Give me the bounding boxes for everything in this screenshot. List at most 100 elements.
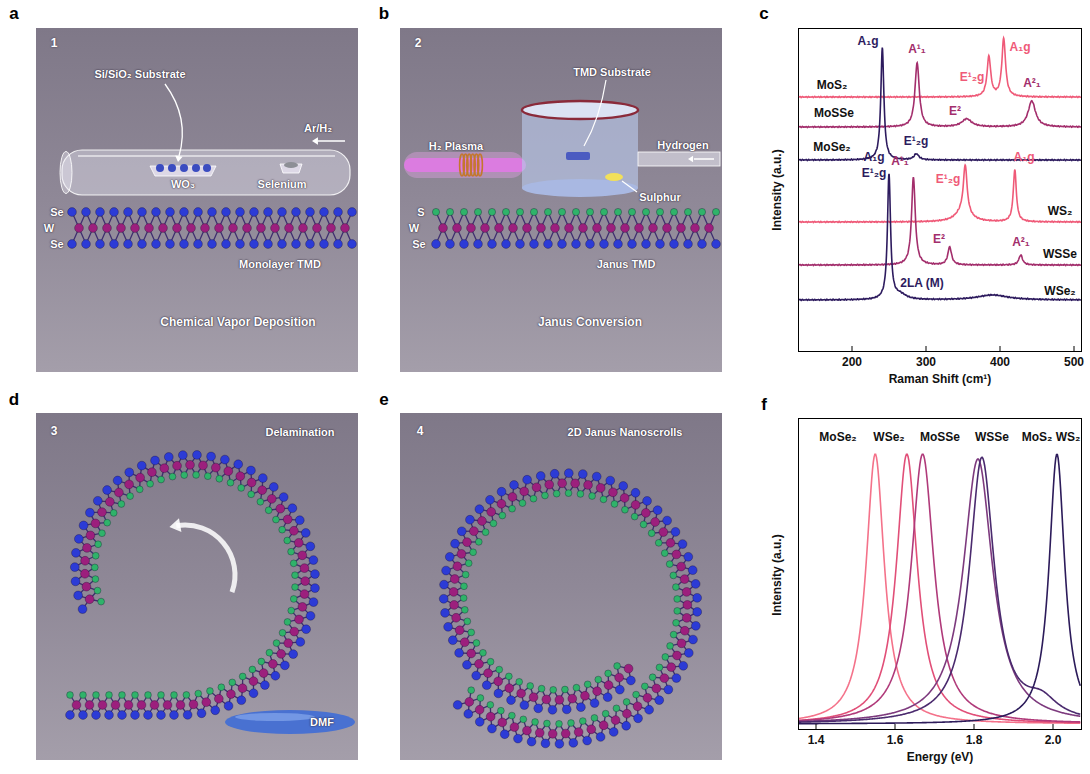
chalcogen-atom	[643, 497, 652, 506]
metal-atom	[300, 590, 309, 599]
tick-label: 1.8	[966, 734, 983, 748]
metal-atom	[131, 224, 140, 233]
chalcogen-atom	[169, 473, 176, 480]
chalcogen-atom	[662, 654, 669, 661]
metal-atom	[187, 224, 196, 233]
tick-label: 1.4	[808, 734, 825, 748]
metal-atom	[450, 575, 459, 584]
chalcogen-atom	[288, 504, 297, 513]
chalcogen-atom	[158, 476, 165, 483]
chalcogen-atom	[667, 643, 674, 650]
chalcogen-atom	[183, 710, 192, 719]
metal-atom	[649, 224, 658, 233]
chalcogen-atom	[460, 240, 469, 249]
metal-atom	[593, 687, 602, 696]
peak-label: 2LA (M)	[900, 277, 944, 291]
metal-atom	[257, 224, 266, 233]
chalcogen-atom	[248, 491, 255, 498]
chalcogen-atom	[519, 500, 526, 507]
scene-panel: a1Si/SiO₂ SubstrateAr/H₂WO₃SeleniumSeWSe…	[36, 28, 358, 372]
chalcogen-atom	[453, 701, 462, 710]
bond-group	[70, 455, 315, 715]
chalcogen-atom	[311, 584, 320, 593]
chalcogen-atom	[334, 240, 343, 249]
metal-atom	[249, 677, 258, 686]
chalcogen-atom	[578, 470, 587, 479]
chalcogen-atom	[487, 701, 494, 708]
illustration-group	[439, 469, 701, 748]
chalcogen-atom	[475, 505, 484, 514]
chalcogen-atom	[502, 240, 511, 249]
chalcogen-atom	[197, 709, 206, 718]
chalcogen-atom	[684, 649, 693, 658]
chalcogen-atom	[457, 527, 466, 536]
chalcogen-atom	[118, 711, 127, 720]
scene-panel: b2TMD SubstrateH₂ PlasmaHydrogenSulphurS…	[400, 28, 722, 372]
chalcogen-atom	[448, 636, 457, 645]
tmd-substrate	[566, 152, 590, 160]
atom-group	[68, 208, 357, 249]
chalcogen-atom	[221, 455, 230, 464]
chalcogen-atom	[538, 685, 545, 692]
chalcogen-atom	[229, 679, 236, 686]
illustration-group	[404, 80, 720, 248]
chalcogen-atom	[689, 635, 698, 644]
arrow-head	[175, 156, 182, 162]
metal-atom	[259, 669, 268, 678]
chalcogen-atom	[520, 716, 527, 723]
chalcogen-atom	[693, 593, 702, 602]
chalcogen-atom	[195, 690, 202, 697]
metal-atom	[481, 224, 490, 233]
chalcogen-atom	[279, 526, 286, 533]
bond-group	[436, 212, 716, 244]
atom-group	[66, 451, 320, 720]
metal-atom	[86, 531, 95, 540]
chalcogen-atom	[464, 709, 473, 718]
substrate-dot	[203, 164, 211, 172]
illustration	[36, 413, 358, 760]
chalcogen-atom	[106, 692, 113, 699]
metal-atom	[651, 518, 660, 527]
chalcogen-atom	[628, 240, 637, 249]
chalcogen-atom	[577, 491, 584, 498]
metal-atom	[542, 695, 551, 704]
chalcogen-atom	[110, 510, 117, 517]
metal-atom	[117, 224, 126, 233]
chalcogen-atom	[465, 560, 472, 567]
chalcogen-atom	[565, 490, 572, 497]
metal-atom	[523, 224, 532, 233]
metal-atom	[449, 588, 458, 597]
chalcogen-atom	[164, 453, 173, 462]
chalcogen-atom	[67, 692, 74, 699]
metal-atom	[124, 701, 133, 710]
metal-atom	[673, 651, 682, 660]
chalcogen-atom	[348, 208, 357, 217]
chalcogen-atom	[178, 451, 187, 460]
tick-label: 200	[842, 356, 862, 370]
metal-atom	[667, 663, 676, 672]
chalcogen-atom	[684, 552, 693, 561]
metal-atom	[631, 500, 640, 509]
chalcogen-atom	[544, 720, 551, 727]
metal-atom	[276, 504, 285, 513]
chalcogen-atom	[508, 712, 515, 719]
chalcogen-atom	[583, 736, 592, 745]
chalcogen-atom	[631, 488, 640, 497]
pointer-line	[622, 181, 637, 192]
metal-atom	[691, 224, 700, 233]
metal-atom	[584, 481, 593, 490]
chalcogen-atom	[152, 208, 161, 217]
chalcogen-atom	[473, 640, 480, 647]
chalcogen-atom	[296, 638, 305, 647]
metal-atom	[663, 224, 672, 233]
chalcogen-atom	[151, 456, 160, 465]
metal-atom	[510, 723, 519, 732]
chalcogen-atom	[249, 666, 256, 673]
chalcogen-atom	[562, 705, 571, 714]
spectrum-label: MoSSe	[814, 107, 854, 121]
chalcogen-atom	[653, 506, 662, 515]
chalcogen-atom	[292, 572, 299, 579]
chalcogen-atom	[664, 685, 673, 694]
chalcogen-atom	[444, 622, 453, 631]
chalcogen-atom	[541, 739, 550, 748]
